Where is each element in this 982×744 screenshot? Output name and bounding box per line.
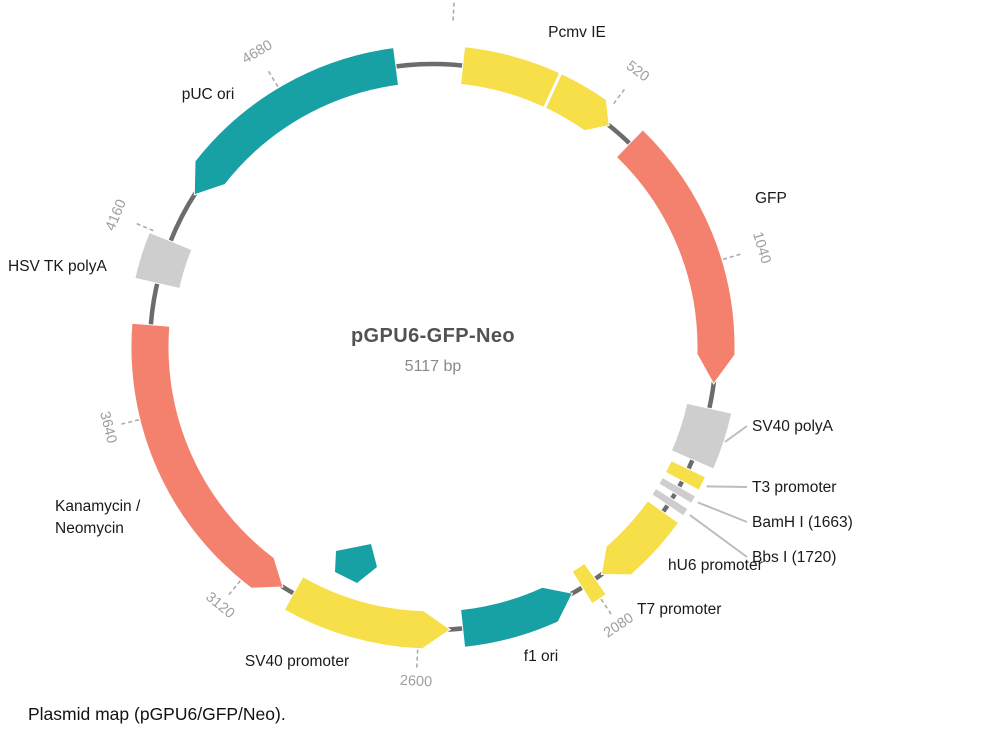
- feature-label-sv40-promoter: SV40 promoter: [245, 653, 349, 670]
- feature-arc-f1-ori: [460, 586, 574, 648]
- tick-mark-520: [613, 88, 626, 105]
- inner-marker-layer: [335, 544, 377, 583]
- plasmid-size: 5117 bp: [405, 358, 462, 375]
- tick-mark-2080: [600, 598, 612, 615]
- feature-label-kanamycin: Kanamycin /: [55, 498, 141, 515]
- feature-arc-kanamycin-neomycin: [130, 322, 284, 589]
- leader-line-t3-promoter: [706, 485, 748, 488]
- feature-label-puc-ori: pUC ori: [182, 86, 235, 103]
- leader-line-bamh-i-1663: [697, 501, 748, 523]
- tick-mark-3640: [121, 419, 140, 425]
- tick-mark-1040: [722, 253, 741, 261]
- feature-label-pcmv-ie: Pcmv IE: [548, 24, 606, 41]
- feature-label-bamh-i-1663: BamH I (1663): [752, 514, 853, 531]
- inner-pentagon-marker: [335, 544, 377, 583]
- feature-label-f1-ori: f1 ori: [524, 648, 558, 665]
- feature-arc-bbs-i-site: [651, 487, 689, 517]
- tick-label-3640: 3640: [96, 410, 119, 445]
- feature-label-hu6-promoter: hU6 promoter: [668, 557, 763, 574]
- feature-arc-pcmv-ie: [460, 46, 610, 132]
- feature-arc-hsv-tk-polya: [134, 231, 193, 290]
- tick-mark-4160: [136, 222, 154, 232]
- feature-label-gfp: GFP: [755, 190, 787, 207]
- plasmid-map-svg: 520 1040 2080 2600 3120 3640 4160 4680 Pcmv IE G…: [8, 1, 853, 691]
- feature-arc-t3-promoter: [664, 460, 707, 491]
- feature-label-sv40-polya: SV40 polyA: [752, 418, 834, 435]
- tick-label-4680: 4680: [239, 37, 275, 67]
- tick-label-3120: 3120: [202, 589, 237, 622]
- figure-caption: Plasmid map (pGPU6/GFP/Neo).: [28, 704, 286, 724]
- tick-mark-4680: [267, 70, 279, 88]
- plasmid-title: pGPU6-GFP-Neo: [351, 325, 515, 347]
- leader-lines-layer: [689, 425, 748, 558]
- feature-label-hsv-tk-polya: HSV TK polyA: [8, 258, 107, 275]
- feature-label-t3-promoter: T3 promoter: [752, 479, 836, 496]
- feature-arc-gfp: [615, 129, 736, 385]
- leader-line-bbs-i-1720: [689, 514, 748, 558]
- tick-label-1040: 1040: [749, 230, 774, 266]
- feature-divider-pcmv-ie: [543, 72, 562, 109]
- feature-label-neomycin: Neomycin: [55, 520, 124, 537]
- feature-arc-sv40-promoter: [283, 576, 452, 650]
- feature-arc-hu6-promoter: [600, 500, 680, 576]
- feature-arc-puc-ori: [193, 47, 400, 196]
- leader-line-sv40-polya: [724, 425, 748, 443]
- tick-mark-3120: [228, 580, 241, 596]
- tick-mark-2600: [416, 649, 419, 668]
- feature-label-t7-promoter: T7 promoter: [637, 601, 721, 618]
- feature-arcs-layer: [130, 46, 736, 650]
- tick-label-2080: 2080: [601, 610, 637, 641]
- plasmid-figure: 520 1040 2080 2600 3120 3640 4160 4680 Pcmv IE G…: [8, 1, 853, 724]
- tick-label-2600: 2600: [399, 673, 432, 691]
- feature-arc-t7-promoter: [571, 562, 607, 605]
- feature-arc-bamh-i-site: [658, 476, 697, 505]
- tick-mark-origin: [452, 1, 455, 21]
- feature-arc-sv40-polya: [670, 402, 733, 470]
- feature-label-bbs-i-1720: Bbs I (1720): [752, 549, 836, 566]
- tick-label-520: 520: [623, 58, 652, 85]
- tick-label-4160: 4160: [103, 197, 130, 233]
